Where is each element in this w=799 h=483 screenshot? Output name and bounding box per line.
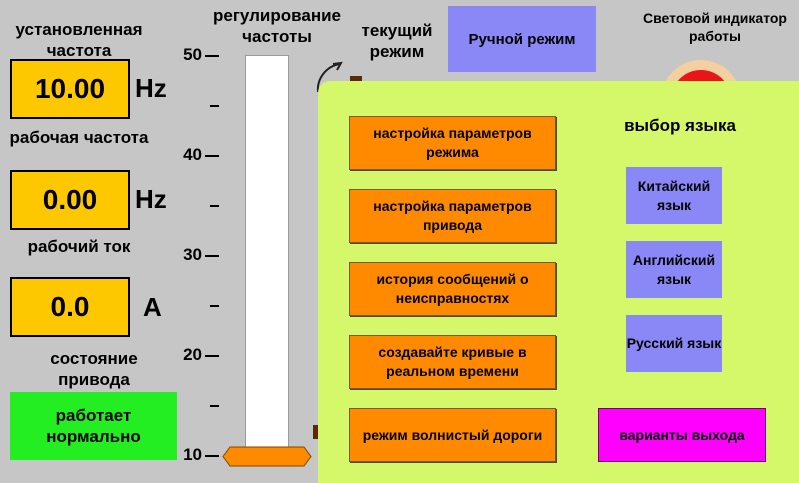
current-mode-label: текущий режим: [361, 21, 433, 61]
minor-tick: [210, 205, 219, 207]
major-tick: [205, 55, 219, 57]
dial-marker: [313, 425, 319, 439]
slider-title: регулирование частоты: [212, 6, 342, 46]
minor-tick: [210, 305, 219, 307]
major-tick: [205, 455, 219, 457]
work-frequency-label: рабочая частота: [9, 128, 149, 147]
mode-button[interactable]: Ручной режим: [448, 6, 596, 72]
tick-label-10: 10: [183, 445, 202, 464]
current-value: 0.0: [10, 277, 130, 337]
major-tick: [205, 255, 219, 257]
work-frequency-unit: Hz: [135, 184, 167, 214]
current-label: рабочий ток: [27, 237, 131, 256]
drive-state-badge: работает нормально: [10, 392, 177, 460]
frequency-slider-handle[interactable]: [222, 446, 312, 467]
indicator-label: Световой индикатор работы: [643, 10, 787, 44]
set-frequency-label: установленная частота: [15, 20, 143, 60]
tick-label-30: 30: [183, 245, 202, 264]
drive-state-label: состояние привода: [50, 349, 138, 389]
language-chinese-button[interactable]: Китайский язык: [626, 167, 722, 224]
major-tick: [205, 155, 219, 157]
tick-label-50: 50: [183, 45, 202, 64]
minor-tick: [210, 105, 219, 107]
set-frequency-value[interactable]: 10.00: [10, 59, 130, 119]
language-title: выбор языка: [624, 116, 736, 135]
fault-history-button[interactable]: история сообщений о неисправностях: [349, 262, 556, 316]
tick-label-20: 20: [183, 345, 202, 364]
exit-options-button[interactable]: варианты выхода: [598, 408, 766, 462]
current-unit: A: [143, 292, 162, 322]
mode-settings-button[interactable]: настройка параметров режима: [349, 116, 556, 170]
frequency-slider-track[interactable]: [245, 55, 289, 455]
work-frequency-value: 0.00: [10, 170, 130, 230]
realtime-curves-button[interactable]: создавайте кривые в реальном времени: [349, 335, 556, 389]
wavy-road-mode-button[interactable]: режим волнистый дороги: [349, 408, 556, 462]
language-english-button[interactable]: Английский язык: [626, 241, 722, 298]
tick-label-40: 40: [183, 145, 202, 164]
minor-tick: [210, 405, 219, 407]
drive-settings-button[interactable]: настройка параметров привода: [349, 189, 556, 243]
major-tick: [205, 355, 219, 357]
language-russian-button[interactable]: Русский язык: [626, 315, 722, 372]
set-frequency-unit: Hz: [135, 73, 167, 103]
